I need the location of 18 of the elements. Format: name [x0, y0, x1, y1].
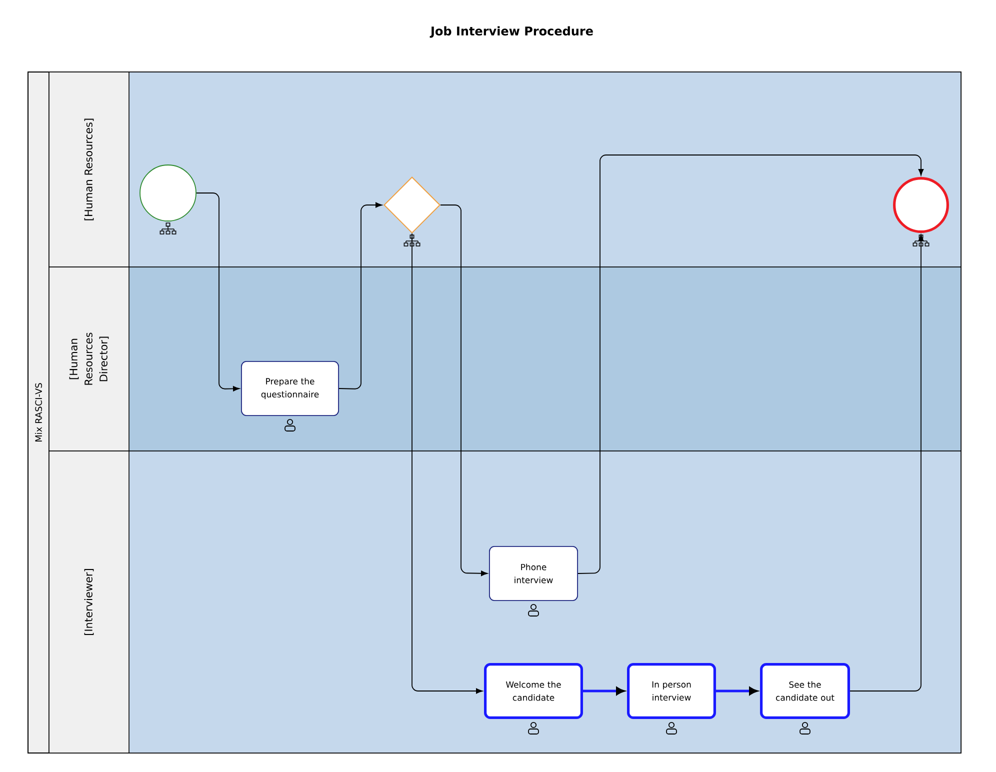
task-box: Prepare the questionnaire [241, 361, 339, 416]
arrow [338, 202, 382, 390]
arrow [196, 192, 240, 392]
arrow [583, 687, 624, 695]
arrow [578, 154, 924, 574]
task-box: In person interview [627, 663, 716, 719]
arrow [850, 234, 924, 692]
start-event-circle [140, 164, 196, 222]
arrow [716, 687, 758, 695]
task-box: Phone interview [489, 546, 578, 601]
gateway-diamond [384, 176, 440, 234]
task-box: Welcome the candidate [484, 663, 583, 719]
task-box: See the candidate out [760, 663, 850, 719]
arrow [412, 233, 483, 694]
end-event-circle [893, 177, 949, 233]
title: Job Interview Procedure [430, 26, 593, 38]
swimlane: [Human Resources] [48, 72, 962, 268]
arrow [440, 204, 488, 576]
